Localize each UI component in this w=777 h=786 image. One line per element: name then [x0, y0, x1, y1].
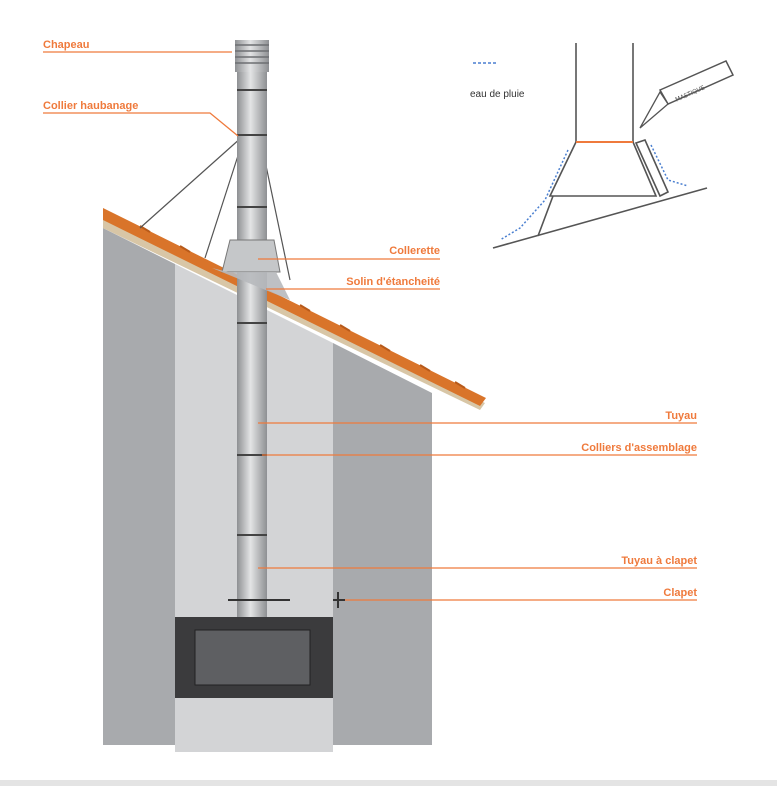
mastic-tube: MASTIQUE: [639, 60, 735, 129]
label-colliers-assemblage: Colliers d'assemblage: [581, 442, 697, 454]
sealing-inset: eau de pluie MASTIQUE: [470, 43, 735, 249]
label-tuyau: Tuyau: [665, 410, 697, 422]
leader-lines: [43, 51, 697, 601]
flue-pipe: [212, 40, 345, 620]
bottom-border: [0, 780, 777, 786]
roof: [103, 208, 486, 410]
rain-paths: [499, 144, 689, 241]
label-tuyau-clapet: Tuyau à clapet: [621, 555, 697, 567]
collerette: [221, 239, 281, 273]
solin: [212, 268, 290, 300]
stove: [175, 617, 333, 752]
label-solin: Solin d'étancheité: [346, 276, 440, 288]
rain-legend-label: eau de pluie: [470, 89, 525, 100]
left-wall: [103, 228, 175, 745]
label-clapet: Clapet: [663, 587, 697, 599]
label-collerette: Collerette: [389, 245, 440, 257]
label-chapeau: Chapeau: [43, 39, 89, 51]
label-collier-haubanage: Collier haubanage: [43, 100, 138, 112]
chapeau-cap: [235, 40, 269, 72]
right-wall: [333, 343, 432, 745]
